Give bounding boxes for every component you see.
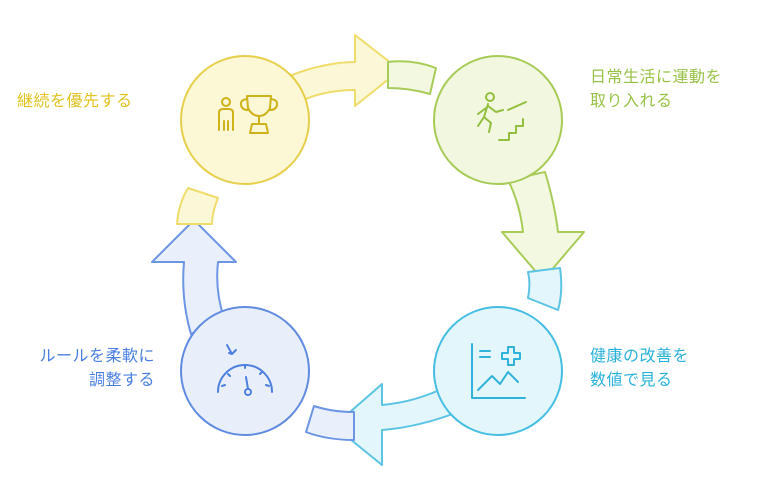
label-exercise-line2: 取り入れる	[590, 91, 673, 110]
label-measure: 健康の改善を 数値で見る	[590, 344, 689, 392]
arrow-bottom	[333, 383, 459, 466]
step-circle-flexible	[180, 306, 310, 436]
connector-yellow	[176, 187, 219, 225]
person-trophy-icon	[218, 95, 279, 134]
person-climbing-stairs-icon	[477, 92, 527, 141]
connector-green	[387, 60, 437, 95]
gauge-icon	[217, 344, 273, 396]
label-exercise-line1: 日常生活に運動を	[590, 67, 723, 86]
label-flexible: ルールを柔軟に 調整する	[39, 344, 155, 392]
connector-cyan	[527, 267, 563, 311]
arrow-right	[501, 171, 585, 281]
chart-plus-minus-icon	[471, 343, 526, 399]
arrow-top	[291, 34, 401, 107]
label-prioritize-line1: 継続を優先する	[17, 91, 133, 110]
label-measure-line1: 健康の改善を	[590, 346, 690, 365]
connector-blue	[305, 405, 355, 441]
step-circle-exercise	[433, 55, 563, 185]
label-prioritize: 継続を優先する	[17, 89, 133, 113]
step-circle-measure	[433, 306, 563, 436]
label-flexible-line2: 調整する	[88, 370, 155, 389]
label-measure-line2: 数値で見る	[590, 370, 673, 389]
label-flexible-line1: ルールを柔軟に	[39, 346, 155, 365]
label-exercise: 日常生活に運動を 取り入れる	[590, 65, 722, 113]
step-circle-prioritize	[180, 55, 310, 185]
